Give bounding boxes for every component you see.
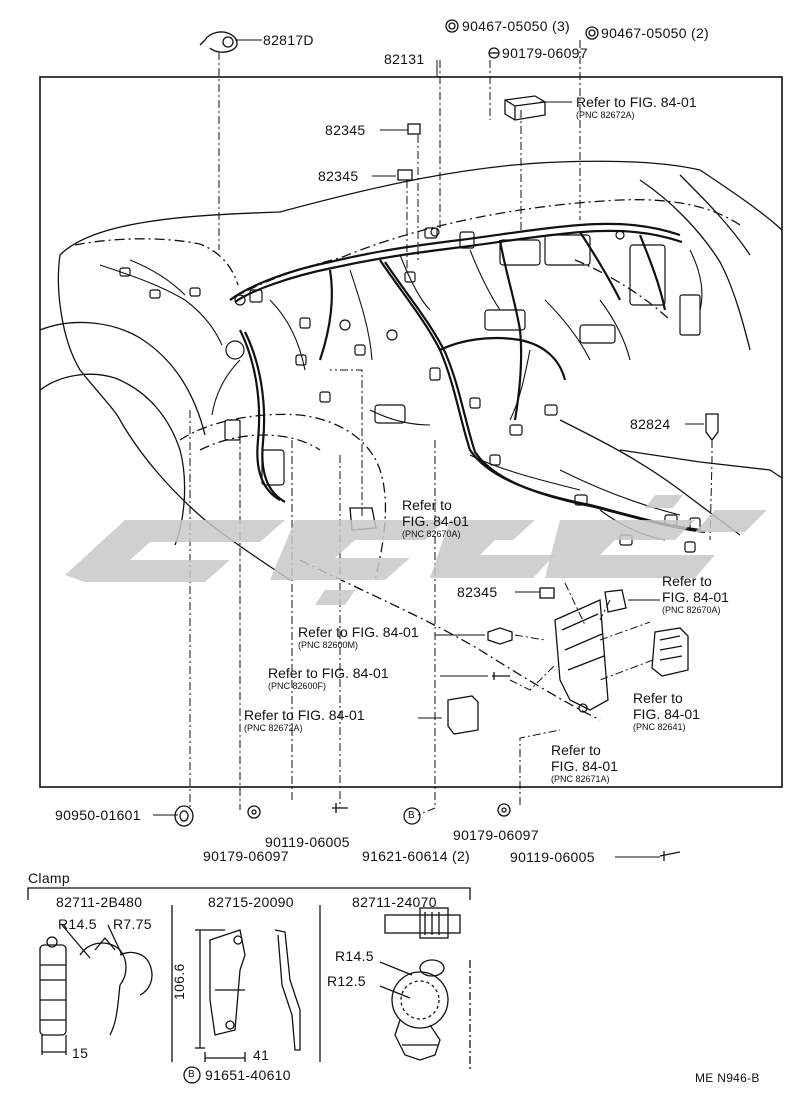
ref-note-82672a-top: Refer to FIG. 84-01 (PNC 82672A) [576, 94, 697, 120]
wire-harness [229, 222, 706, 534]
connector-82345-icon [397, 123, 555, 599]
ref-note-text: Refer to [402, 497, 452, 513]
ref-note-82600f: Refer to FIG. 84-01 (PNC 82600F) [268, 665, 389, 691]
ref-note-pnc: (PNC 82600M) [298, 640, 359, 650]
part-82817d-label: 82817D [263, 32, 314, 48]
part-82131-label: 82131 [384, 51, 425, 67]
nut-icon [445, 19, 599, 40]
part-90119-l-label: 90119-06005 [265, 834, 350, 850]
clamp-2-bolt-label: 91651-40610 [205, 1067, 291, 1083]
ref-note-text: Refer to [551, 742, 601, 758]
ref-note-82641: Refer to FIG. 84-01 (PNC 82641) [633, 690, 700, 732]
part-90467-2-label: 90467-05050 (2) [601, 25, 710, 41]
ref-note-pnc: (PNC 82672A) [576, 110, 635, 120]
screw-90119-icon [332, 803, 681, 861]
part-90950-label: 90950-01601 [55, 807, 141, 823]
part-82345-c-label: 82345 [457, 584, 498, 600]
watermark-logo [65, 495, 767, 605]
part-90179-top-label: 90179-06097 [502, 45, 588, 61]
clamp-3-drawing [379, 907, 471, 1070]
ref-note-text: Refer to FIG. 84-01 [576, 94, 697, 110]
part-91621-label: 91621-60614 (2) [362, 848, 471, 864]
ref-note-fig: FIG. 84-01 [551, 758, 618, 774]
ref-note-fig: FIG. 84-01 [662, 589, 729, 605]
clamp-1-radius-a: R14.5 [58, 916, 97, 932]
clamp-2-drawing [195, 929, 301, 1062]
part-82345-a-label: 82345 [325, 122, 366, 138]
ref-note-pnc: (PNC 82670A) [402, 529, 461, 539]
clamp-2-height-label: 106.6 [171, 963, 187, 1000]
ref-note-82672a-bottom: Refer to FIG. 84-01 (PNC 82672A) [244, 707, 365, 733]
clip-82817d-icon [199, 31, 238, 53]
circle-b-letter: B [188, 1069, 195, 1080]
ref-note-fig: FIG. 84-01 [402, 513, 469, 529]
diagram-frame [39, 76, 783, 788]
clamp-2-part-label: 82715-20090 [208, 894, 294, 910]
ref-note-82670a-right: Refer to FIG. 84-01 (PNC 82670A) [662, 573, 729, 615]
clamp-1-drawing [39, 924, 153, 1055]
circle-b-icon [183, 807, 421, 1084]
ref-note-text: Refer to [633, 690, 683, 706]
ref-note-pnc: (PNC 82672A) [244, 723, 303, 733]
clamp-2-width-label: 41 [253, 1047, 270, 1063]
part-82824-label: 82824 [630, 416, 671, 432]
ref-note-pnc: (PNC 82670A) [662, 605, 721, 615]
leader-lines [153, 39, 713, 858]
clamp-3-part-label: 82711-24070 [352, 894, 437, 910]
clamp-1-part-label: 82711-2B480 [56, 894, 143, 910]
clamp-3-radius-b: R12.5 [327, 973, 366, 989]
ref-note-pnc: (PNC 82600F) [268, 681, 327, 691]
part-90179-br-label: 90179-06097 [453, 827, 539, 843]
ref-note-text: Refer to FIG. 84-01 [244, 707, 365, 723]
ref-note-82670a-mid: Refer to FIG. 84-01 (PNC 82670A) [402, 497, 469, 539]
clamp-1-radius-b: R7.75 [113, 916, 152, 932]
ref-note-82600m: Refer to FIG. 84-01 (PNC 82600M) [298, 624, 419, 650]
clamp-1-dim-label: 15 [72, 1045, 89, 1061]
junction-block-icon [554, 599, 609, 713]
ref-note-pnc: (PNC 82671A) [551, 774, 610, 784]
relay-82672a-icon [447, 695, 479, 735]
ref-note-text: Refer to FIG. 84-01 [298, 624, 419, 640]
module-82641-icon [651, 627, 689, 677]
ref-note-pnc: (PNC 82641) [633, 722, 686, 732]
part-90467-3-label: 90467-05050 (3) [462, 18, 571, 34]
sensor-82824-icon [705, 413, 719, 442]
grommet-icon [488, 47, 500, 59]
circle-b-letter: B [408, 810, 415, 821]
grommet-90950-icon [174, 805, 194, 827]
part-90119-r-label: 90119-06005 [510, 849, 595, 865]
clamp-3-radius-a: R14.5 [335, 948, 374, 964]
relay-block-icon [504, 95, 546, 121]
part-82345-b-label: 82345 [318, 168, 359, 184]
ref-note-82671a: Refer to FIG. 84-01 (PNC 82671A) [551, 742, 618, 784]
grommet-90179-icon [247, 803, 511, 819]
clamp-title: Clamp [28, 870, 70, 886]
footer-code: ME N946-B [695, 1071, 760, 1085]
clamp-frame [27, 887, 471, 1062]
bolt-icon [487, 627, 513, 680]
ref-note-text: Refer to [662, 573, 712, 589]
part-90179-bl-label: 90179-06097 [203, 848, 289, 864]
ref-note-text: Refer to FIG. 84-01 [268, 665, 389, 681]
ref-note-fig: FIG. 84-01 [633, 706, 700, 722]
connectors [119, 227, 701, 553]
